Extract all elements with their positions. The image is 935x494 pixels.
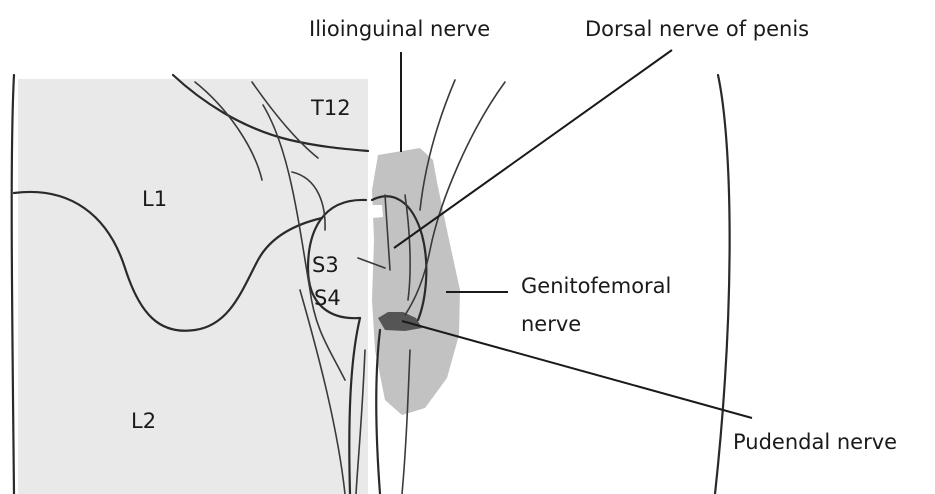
genitofemoral-region bbox=[372, 148, 460, 415]
dorsal-nerve-leader bbox=[394, 50, 672, 248]
label-pudendal: Pudendal nerve bbox=[733, 430, 897, 454]
label-ilioinguinal: Ilioinguinal nerve bbox=[309, 17, 490, 41]
segment-s4: S4 bbox=[314, 286, 341, 310]
left-leg-outline bbox=[12, 75, 14, 494]
label-dorsal-nerve: Dorsal nerve of penis bbox=[585, 17, 809, 41]
segment-l1: L1 bbox=[142, 187, 167, 211]
right-leg-outline bbox=[715, 75, 730, 494]
segment-t12: T12 bbox=[310, 96, 351, 120]
segment-l2: L2 bbox=[131, 409, 156, 433]
label-genitofemoral-line1: Genitofemoral bbox=[521, 274, 671, 298]
label-genitofemoral-line2: nerve bbox=[521, 312, 581, 336]
genital-notch bbox=[372, 205, 383, 218]
segment-s3: S3 bbox=[312, 253, 339, 277]
